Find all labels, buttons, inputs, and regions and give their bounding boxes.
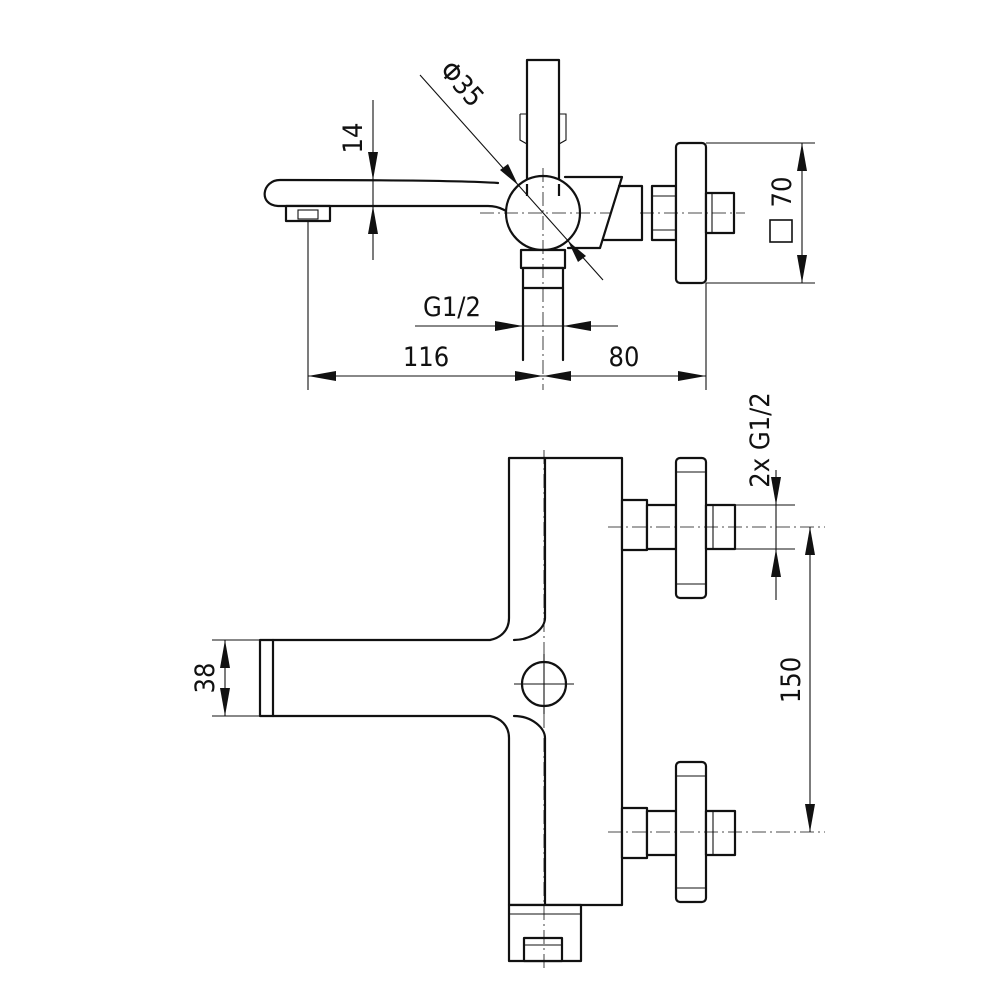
- dim-38: 38: [190, 640, 230, 716]
- dim-2x-g-half-label: 2x G1/2: [745, 392, 776, 487]
- top-spout-aerator: [284, 204, 332, 223]
- dim-80-label: 80: [609, 342, 640, 373]
- dim-150: 150: [776, 527, 815, 832]
- dim-14-label: 14: [338, 123, 369, 154]
- dim-square-70-label: 70: [767, 177, 798, 208]
- dim-square-70: 70: [767, 143, 807, 283]
- front-body: [258, 456, 624, 907]
- front-lower-nut: [645, 809, 678, 857]
- dim-38-label: 38: [190, 663, 221, 694]
- front-upper-flange: [674, 456, 708, 600]
- top-body-wedge: [563, 175, 624, 250]
- front-view: [212, 450, 825, 970]
- dim-diameter-35: Φ35: [419, 55, 604, 281]
- square-symbol-icon: [769, 219, 793, 243]
- dim-diameter-35-label: Φ35: [433, 55, 490, 113]
- dim-150-label: 150: [776, 657, 807, 703]
- dim-116-label: 116: [403, 342, 449, 373]
- front-bottom-pipe: [522, 936, 564, 963]
- top-spout: [263, 178, 514, 220]
- dim-g-half-top-label: G1/2: [423, 292, 481, 323]
- dim-g-half-top: G1/2: [415, 292, 618, 331]
- front-lower-pipe: [704, 809, 737, 857]
- top-view: [263, 58, 815, 390]
- dim-14: 14: [338, 100, 378, 260]
- dim-80: 80: [543, 342, 706, 381]
- dim-2x-g-half: 2x G1/2: [745, 392, 781, 600]
- dim-116: 116: [308, 342, 543, 381]
